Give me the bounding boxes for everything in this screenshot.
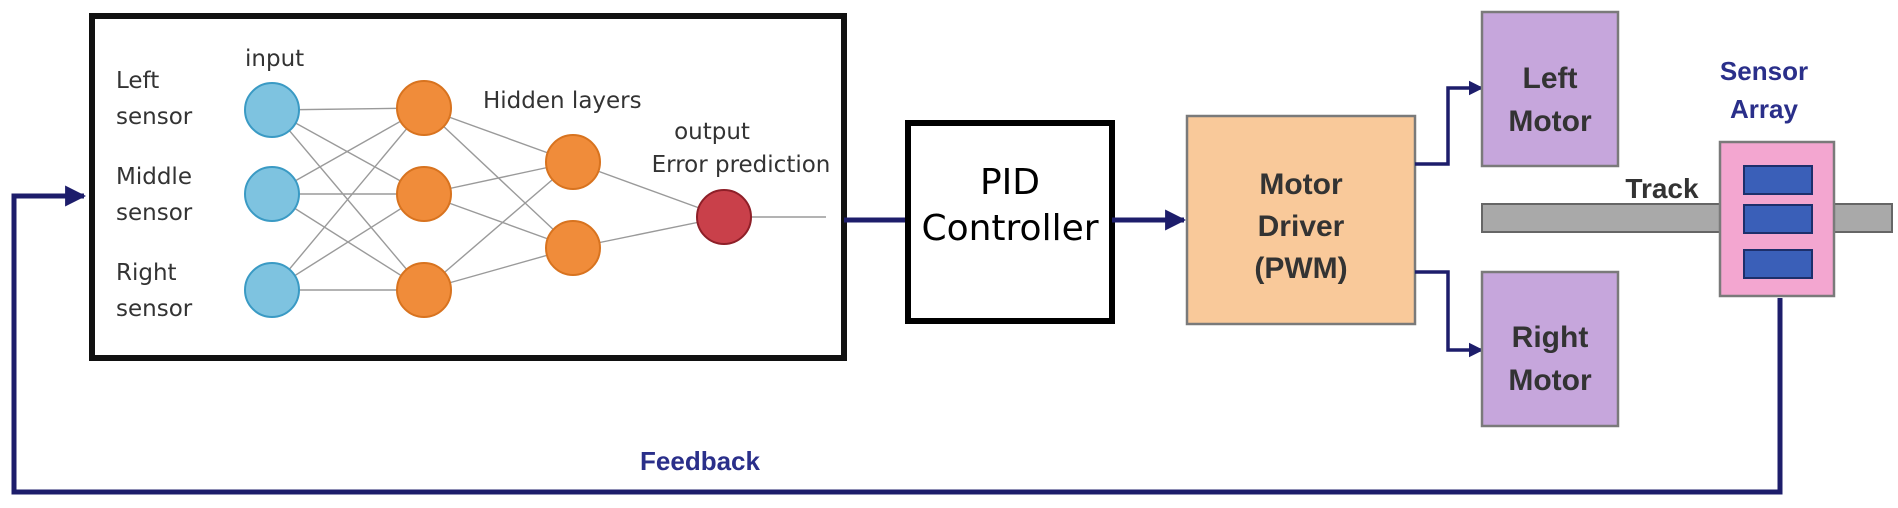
pid-controller-box xyxy=(905,120,1115,324)
left-motor-label-line1: Left xyxy=(1523,62,1578,95)
hidden-node-1b xyxy=(396,166,452,222)
input-node-middle xyxy=(244,166,300,222)
feedback-label: Feedback xyxy=(640,446,760,476)
driver-to-right-motor-arrow xyxy=(1415,270,1484,358)
pid-label-line2: Controller xyxy=(921,208,1098,249)
track-label: Track xyxy=(1625,173,1699,204)
driver-to-left-motor-arrow xyxy=(1415,80,1484,166)
sensor-cell-middle xyxy=(1743,204,1813,234)
pid-label-line1: PID xyxy=(980,162,1040,203)
sensor-array-label-line1: Sensor xyxy=(1720,56,1808,86)
motor-driver-label-line3: (PWM) xyxy=(1254,252,1347,285)
left-sensor-label-line2: sensor xyxy=(116,104,193,130)
right-sensor-label-line2: sensor xyxy=(116,296,193,322)
hidden-node-2b xyxy=(545,220,601,276)
feedback-loop-line xyxy=(11,185,1783,495)
sensor-array-label-line2: Array xyxy=(1730,94,1798,124)
output-node xyxy=(696,189,752,245)
output-title: output xyxy=(674,119,750,145)
hidden-node-2a xyxy=(545,134,601,190)
motor-driver-box xyxy=(1185,114,1417,326)
output-subtitle: Error prediction xyxy=(652,152,831,178)
sensor-cell-top xyxy=(1743,165,1813,195)
left-motor-box xyxy=(1480,10,1620,168)
hidden-node-1c xyxy=(396,262,452,318)
neural-network-box xyxy=(89,13,847,361)
middle-sensor-label-line2: sensor xyxy=(116,200,193,226)
right-sensor-label-line1: Right xyxy=(116,260,177,286)
motor-driver-label-line1: Motor xyxy=(1259,168,1343,201)
right-motor-label-line1: Right xyxy=(1512,321,1589,354)
hidden-node-1a xyxy=(396,80,452,136)
left-motor-label-line2: Motor xyxy=(1508,105,1592,138)
input-node-right xyxy=(244,262,300,318)
middle-sensor-label-line1: Middle xyxy=(116,164,192,190)
input-node-left xyxy=(244,82,300,138)
right-motor-box xyxy=(1480,270,1620,428)
input-layer-title: input xyxy=(245,46,304,72)
motor-driver-label-line2: Driver xyxy=(1258,210,1345,243)
sensor-cell-bottom xyxy=(1743,249,1813,279)
right-motor-label-line2: Motor xyxy=(1508,364,1592,397)
hidden-layers-title: Hidden layers xyxy=(483,88,642,114)
left-sensor-label-line1: Left xyxy=(116,68,159,94)
